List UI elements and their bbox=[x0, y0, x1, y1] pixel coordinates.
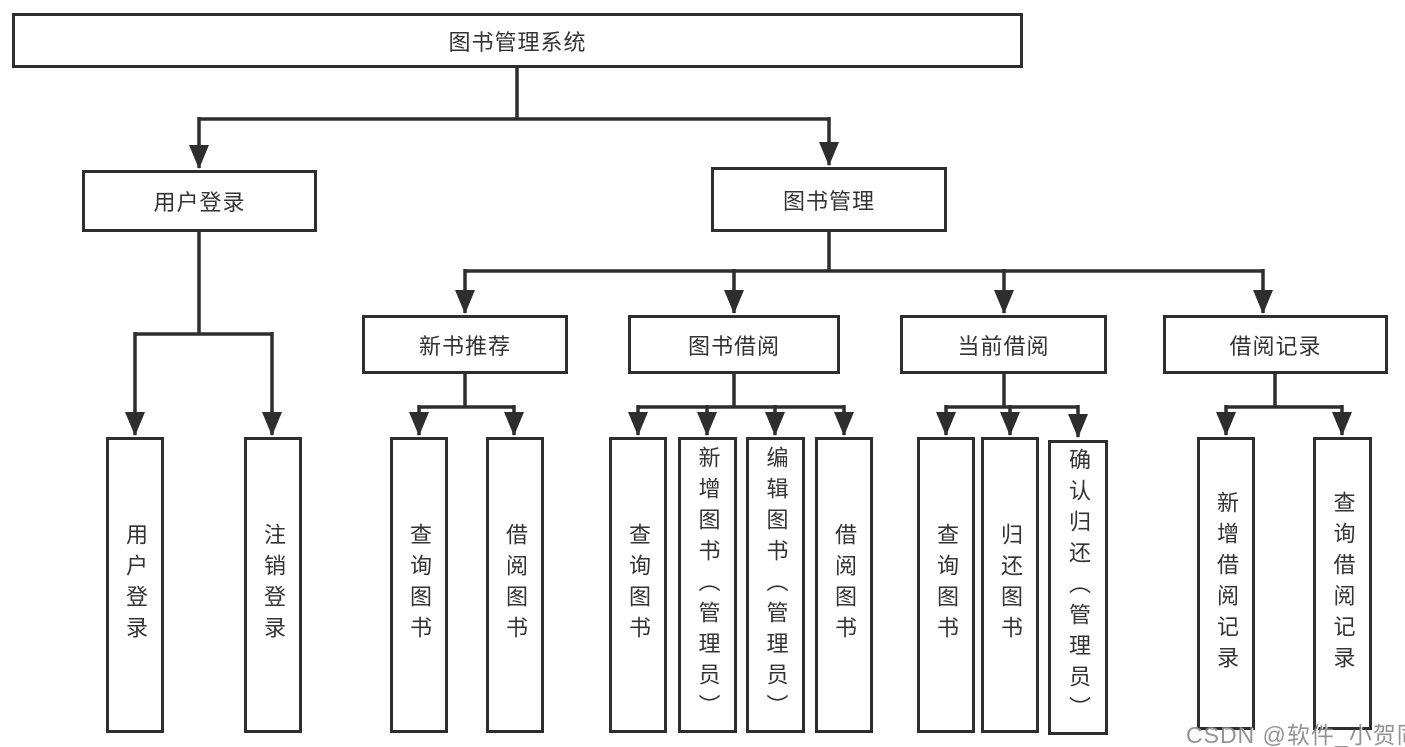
leaf-edit-book-admin: 编辑图书（管理员） bbox=[746, 437, 805, 733]
leaf-confirm-return-admin: 确认归还（管理员） bbox=[1048, 440, 1108, 735]
watermark: CSDN @软件_小贺同学 bbox=[1186, 722, 1405, 747]
leaf-label: 确认归还（管理员） bbox=[1066, 448, 1091, 727]
leaf-label: 新增借阅记录 bbox=[1214, 490, 1239, 677]
node-borrowing-records: 借阅记录 bbox=[1163, 315, 1388, 374]
node-library-management-system: 图书管理系统 bbox=[12, 13, 1023, 68]
leaf-borrow-books-2: 借阅图书 bbox=[815, 437, 873, 733]
leaf-label: 查询借阅记录 bbox=[1330, 490, 1356, 677]
leaf-logout: 注销登录 bbox=[244, 437, 302, 733]
node-book-management: 图书管理 bbox=[711, 167, 947, 232]
leaf-label: 借阅图书 bbox=[832, 523, 857, 647]
leaf-label: 归还图书 bbox=[998, 523, 1023, 647]
leaf-user-login: 用户登录 bbox=[106, 437, 164, 733]
leaf-add-book-admin: 新增图书（管理员） bbox=[678, 437, 737, 733]
leaf-label: 用户登录 bbox=[123, 523, 148, 647]
leaf-query-books-1: 查询图书 bbox=[390, 437, 448, 733]
leaf-label: 新增图书（管理员） bbox=[695, 445, 721, 725]
node-book-borrowing: 图书借阅 bbox=[628, 315, 840, 374]
leaf-label: 查询图书 bbox=[407, 523, 432, 647]
leaf-label: 借阅图书 bbox=[503, 523, 528, 647]
leaf-label: 注销登录 bbox=[261, 523, 286, 647]
leaf-query-books-2: 查询图书 bbox=[609, 437, 667, 733]
node-new-book-recommend: 新书推荐 bbox=[362, 315, 568, 374]
leaf-label: 查询图书 bbox=[934, 523, 959, 647]
node-current-borrowing: 当前借阅 bbox=[900, 315, 1107, 374]
leaf-add-borrow-record: 新增借阅记录 bbox=[1197, 437, 1255, 730]
leaf-query-books-3: 查询图书 bbox=[917, 437, 975, 733]
leaf-label: 编辑图书（管理员） bbox=[763, 445, 789, 725]
leaf-return-book: 归还图书 bbox=[981, 437, 1039, 733]
leaf-query-borrow-record: 查询借阅记录 bbox=[1313, 437, 1372, 730]
node-user-login: 用户登录 bbox=[82, 170, 317, 232]
leaf-borrow-books-1: 借阅图书 bbox=[486, 437, 544, 733]
leaf-label: 查询图书 bbox=[626, 523, 651, 647]
